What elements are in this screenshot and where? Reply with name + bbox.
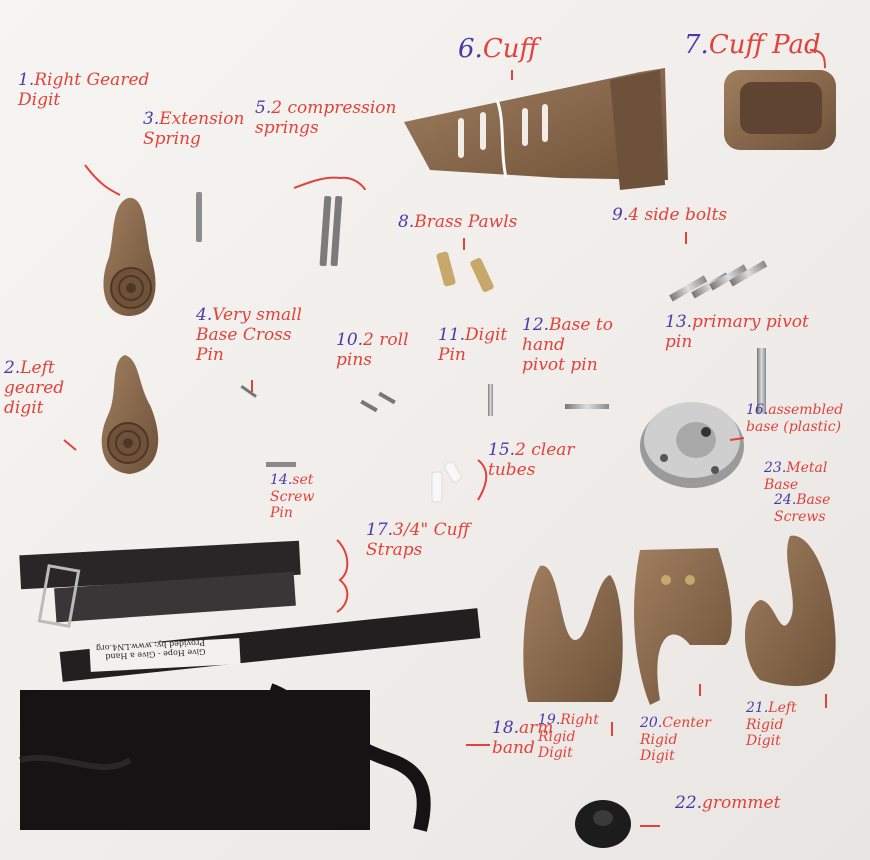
label-pivot-pin: 12.Base to hand pivot pin <box>522 315 613 376</box>
label-brass-pawls: 8.Brass Pawls <box>398 212 518 232</box>
label-set-screw-pin: 14.set Screw Pin <box>270 472 315 522</box>
brass-pawl-2 <box>470 258 494 292</box>
label-compression-springs: 5.2 compression springs <box>255 98 397 139</box>
roll-pin-2 <box>378 391 396 405</box>
grommet-part <box>575 800 631 848</box>
label-side-bolts: 9.4 side bolts <box>612 205 728 225</box>
extension-spring <box>196 192 202 242</box>
set-screw-pin <box>266 462 296 467</box>
side-bolt-3 <box>709 264 748 291</box>
clear-tube-2 <box>444 461 462 483</box>
cuff-pad-part <box>724 70 836 150</box>
brass-pawl-1 <box>436 251 456 287</box>
label-primary-pivot-pin: 13.primary pivot pin <box>665 312 809 353</box>
label-grommet: 22.grommet <box>675 793 781 813</box>
side-bolt-4 <box>729 260 768 287</box>
base-to-hand-pivot-pin <box>565 404 609 409</box>
roll-pin-1 <box>360 399 378 413</box>
annotation-arrows <box>63 49 827 827</box>
right-rigid-digit-part <box>523 565 623 702</box>
label-roll-pins: 10.2 roll pins <box>336 330 409 371</box>
digit-pin <box>488 384 493 416</box>
label-right-rigid-digit: 19.Right Rigid Digit <box>538 712 599 762</box>
small-metal-parts <box>196 192 768 503</box>
cuff-straps-part <box>19 540 481 682</box>
cuff-part <box>404 68 668 190</box>
right-geared-digit-part <box>103 197 156 316</box>
center-rigid-digit-part <box>634 548 732 705</box>
label-arm-band: 18.arm band <box>492 718 554 759</box>
left-rigid-digit-part <box>745 535 836 686</box>
label-metal-base: 23.Metal Base <box>764 460 828 493</box>
clear-tube-1 <box>431 471 443 503</box>
label-base-screws: 24.Base Screws <box>774 492 831 525</box>
label-extension-spring: 3.Extension Spring <box>143 109 245 150</box>
base-cross-pin <box>240 385 257 398</box>
assembled-base-part <box>640 402 744 488</box>
label-digit-pin: 11.Digit Pin <box>438 325 508 366</box>
label-cuff-straps: 17.3/4" Cuff Straps <box>366 520 470 561</box>
label-cuff-pad: 7.Cuff Pad <box>684 30 821 60</box>
side-bolt-1 <box>669 275 708 302</box>
label-left-geared-digit: 2.Left geared digit <box>4 358 65 419</box>
arm-band-part <box>19 683 431 832</box>
label-clear-tubes: 15.2 clear tubes <box>488 440 575 481</box>
label-assembled-base: 16.assembled base (plastic) <box>746 402 844 435</box>
label-base-cross-pin: 4.Very small Base Cross Pin <box>196 305 302 366</box>
left-geared-digit-part <box>101 355 159 474</box>
label-cuff: 6.Cuff <box>458 34 538 64</box>
label-left-rigid-digit: 21.Left Rigid Digit <box>746 700 797 750</box>
label-right-geared-digit: 1.Right Geared Digit <box>18 70 150 111</box>
compression-spring-1 <box>319 196 332 267</box>
label-center-rigid-digit: 20.Center Rigid Digit <box>640 715 711 765</box>
primary-pivot-pin <box>757 348 766 414</box>
compression-spring-2 <box>330 196 343 267</box>
